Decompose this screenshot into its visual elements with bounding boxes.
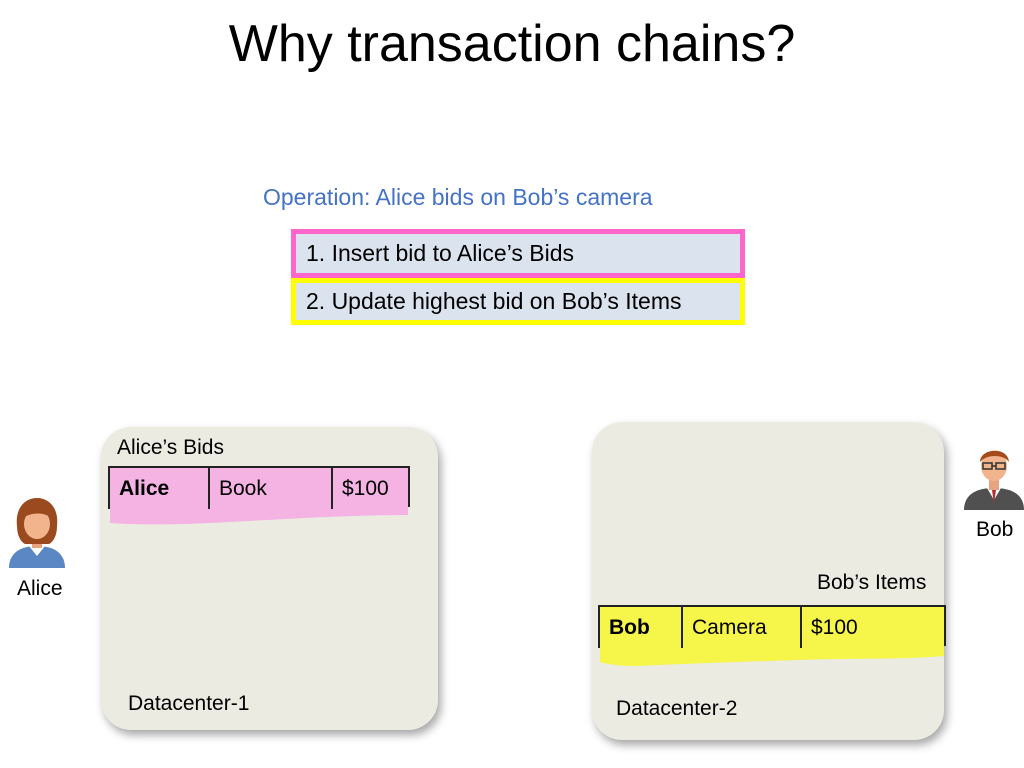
bobs-items-user-cell: Bob [598, 607, 681, 648]
male-user-icon [964, 450, 1024, 510]
operation-step-2: 2. Update highest bid on Bob’s Items [291, 278, 745, 325]
alices-bids-label: Alice’s Bids [117, 436, 224, 459]
bobs-items-label: Bob’s Items [817, 571, 927, 594]
operation-step-1: 1. Insert bid to Alice’s Bids [291, 229, 745, 278]
alices-bids-amount-cell: $100 [331, 468, 408, 509]
bob-label: Bob [976, 518, 1014, 541]
bobs-items-highlight [600, 606, 944, 666]
bobs-items-row: Bob Camera $100 [598, 605, 946, 648]
bobs-items-item-cell: Camera [681, 607, 800, 648]
alices-bids-row: Alice Book $100 [108, 466, 410, 509]
slide-title: Why transaction chains? [228, 15, 796, 73]
operation-step-2-text: 2. Update highest bid on Bob’s Items [306, 288, 682, 314]
alices-bids-user-cell: Alice [108, 468, 208, 509]
bobs-items-amount-cell: $100 [800, 607, 944, 648]
alice-label: Alice [17, 577, 63, 600]
datacenter-1-label: Datacenter-1 [128, 692, 250, 715]
operation-step-1-text: 1. Insert bid to Alice’s Bids [306, 240, 575, 266]
female-user-icon [9, 498, 65, 568]
datacenter-2-box [592, 422, 944, 740]
alices-bids-highlight [110, 467, 408, 525]
datacenter-2-label: Datacenter-2 [616, 697, 738, 720]
alices-bids-item-cell: Book [208, 468, 331, 509]
operation-description: Operation: Alice bids on Bob’s camera [263, 184, 653, 210]
